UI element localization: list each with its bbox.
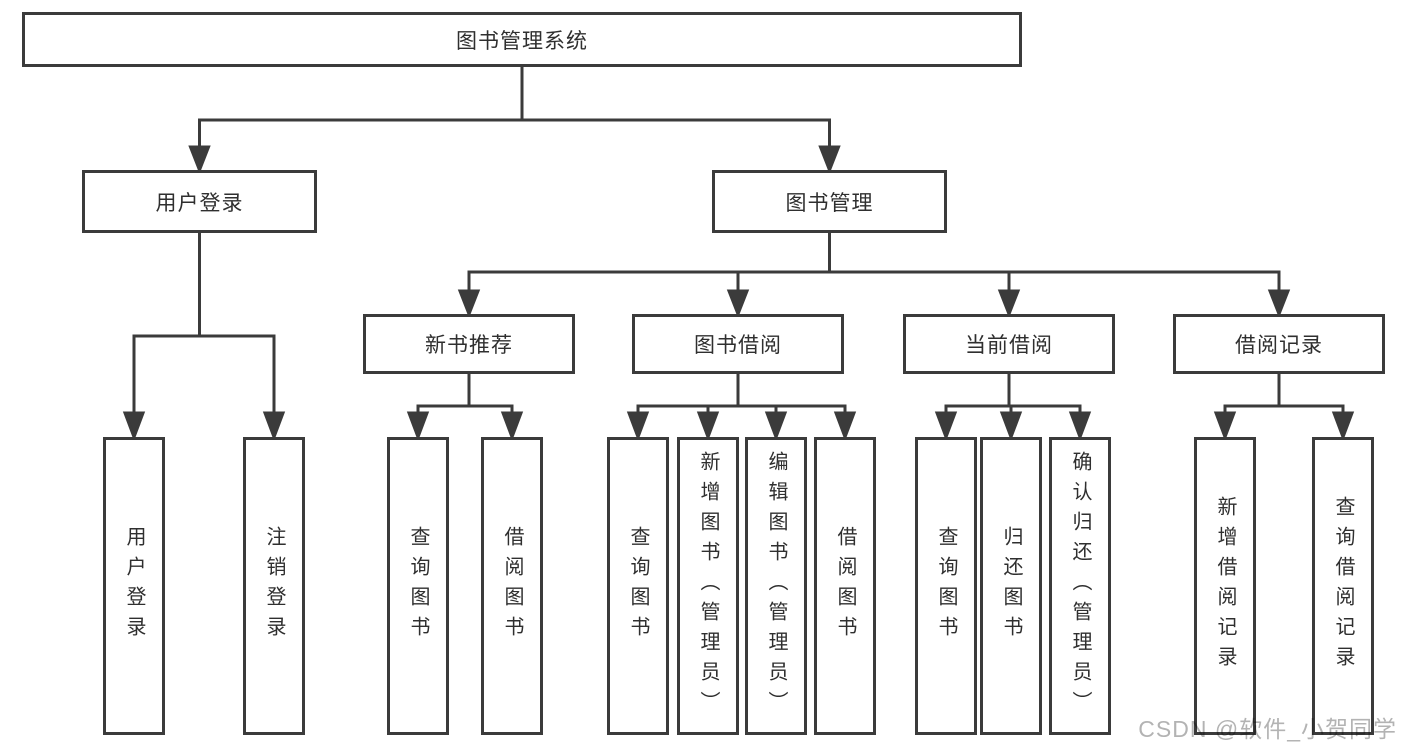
leaf-query-books-borrowing: 查询图书 <box>607 437 669 735</box>
leaf-user-login: 用户登录 <box>103 437 165 735</box>
node-user-login: 用户登录 <box>82 170 317 233</box>
node-current-borrowing: 当前借阅 <box>903 314 1115 374</box>
node-book-borrowing: 图书借阅 <box>632 314 844 374</box>
leaf-borrow-books-recommend: 借阅图书 <box>481 437 543 735</box>
leaf-add-borrow-record: 新增借阅记录 <box>1194 437 1256 735</box>
node-library-system: 图书管理系统 <box>22 12 1022 67</box>
leaf-query-borrow-record: 查询借阅记录 <box>1312 437 1374 735</box>
leaf-query-books-recommend: 查询图书 <box>387 437 449 735</box>
leaf-confirm-return-admin: 确认归还（管理员） <box>1049 437 1111 735</box>
leaf-query-books-current: 查询图书 <box>915 437 977 735</box>
leaf-return-books: 归还图书 <box>980 437 1042 735</box>
leaf-logout: 注销登录 <box>243 437 305 735</box>
leaf-edit-books-admin: 编辑图书（管理员） <box>745 437 807 735</box>
csdn-watermark: CSDN @软件_小贺同学 <box>1138 716 1397 742</box>
leaf-borrow-books: 借阅图书 <box>814 437 876 735</box>
node-book-management: 图书管理 <box>712 170 947 233</box>
node-new-book-recommend: 新书推荐 <box>363 314 575 374</box>
leaf-add-books-admin: 新增图书（管理员） <box>677 437 739 735</box>
node-borrowing-records: 借阅记录 <box>1173 314 1385 374</box>
